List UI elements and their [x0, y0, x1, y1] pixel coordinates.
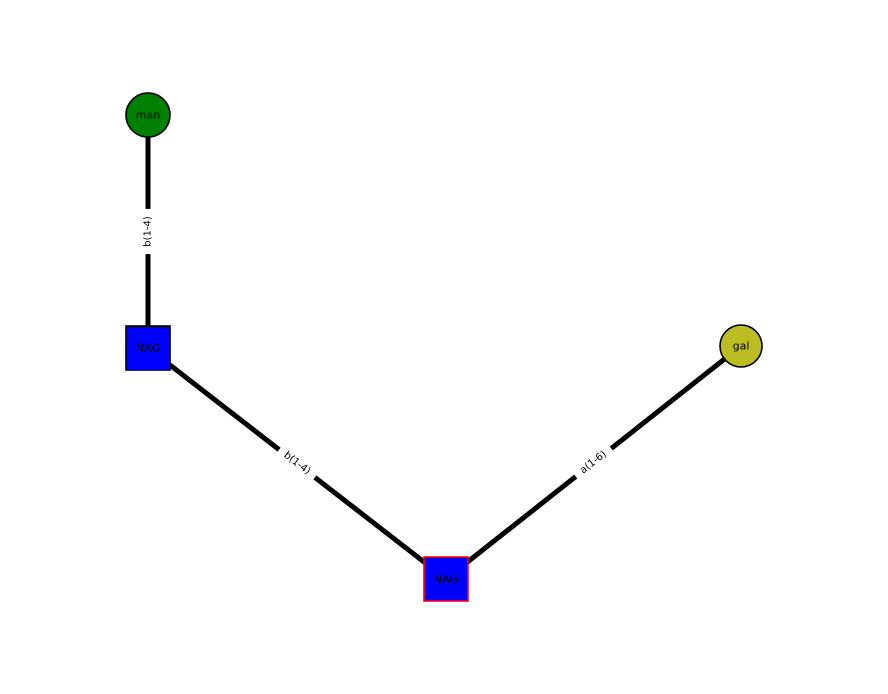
node-label-NAG1: NAG [136, 342, 160, 355]
edge-label-bg [273, 442, 321, 485]
edge-label-group-NAG2-gal: a(1-6) [570, 441, 617, 484]
node-label-gal: gal [733, 340, 750, 353]
edge-label-bg [139, 208, 157, 255]
node-NAG1 [125, 325, 171, 371]
node-gal [719, 324, 763, 368]
edge-label-group-man-NAG1: b(1-4) [139, 208, 157, 255]
node-label-man: man [136, 109, 160, 122]
edge-label: b(1-4) [143, 216, 154, 247]
edge-label-group-NAG1-NAG2: b(1-4) [273, 442, 321, 485]
node-man [125, 92, 171, 138]
edge-label-bg [570, 441, 617, 484]
node-NAG2 [423, 556, 469, 602]
node-label-NAG2: NAG [434, 573, 458, 586]
